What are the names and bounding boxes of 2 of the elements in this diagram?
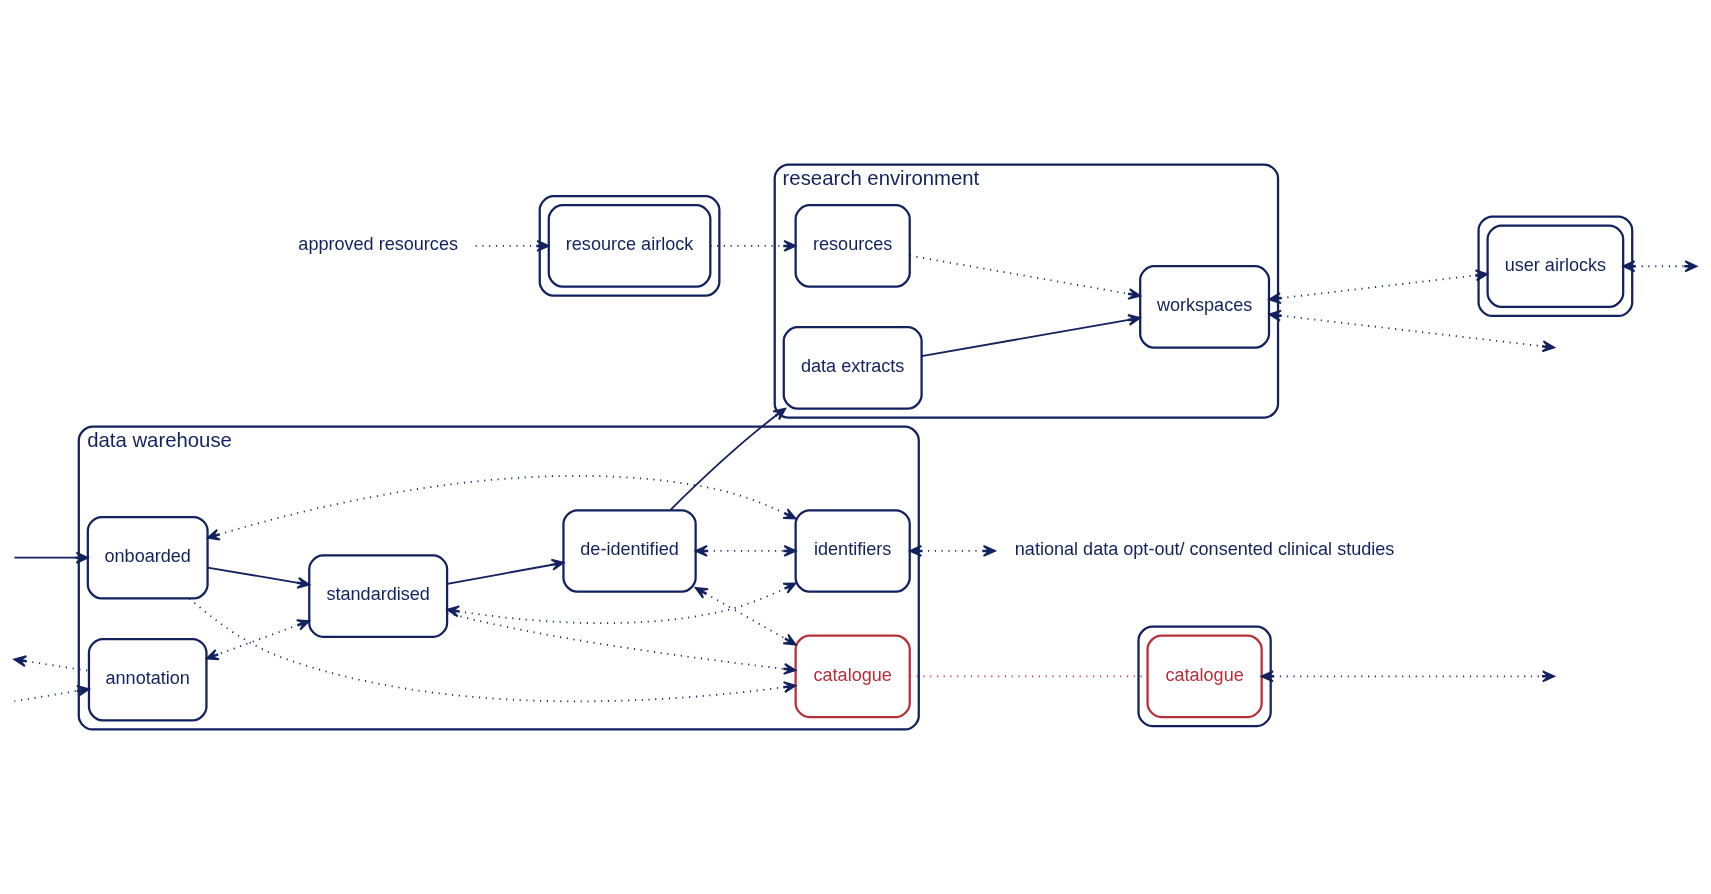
- node-text: approved resources: [298, 234, 458, 255]
- node-text: national data opt-out/ consented clinical studies: [1014, 539, 1395, 560]
